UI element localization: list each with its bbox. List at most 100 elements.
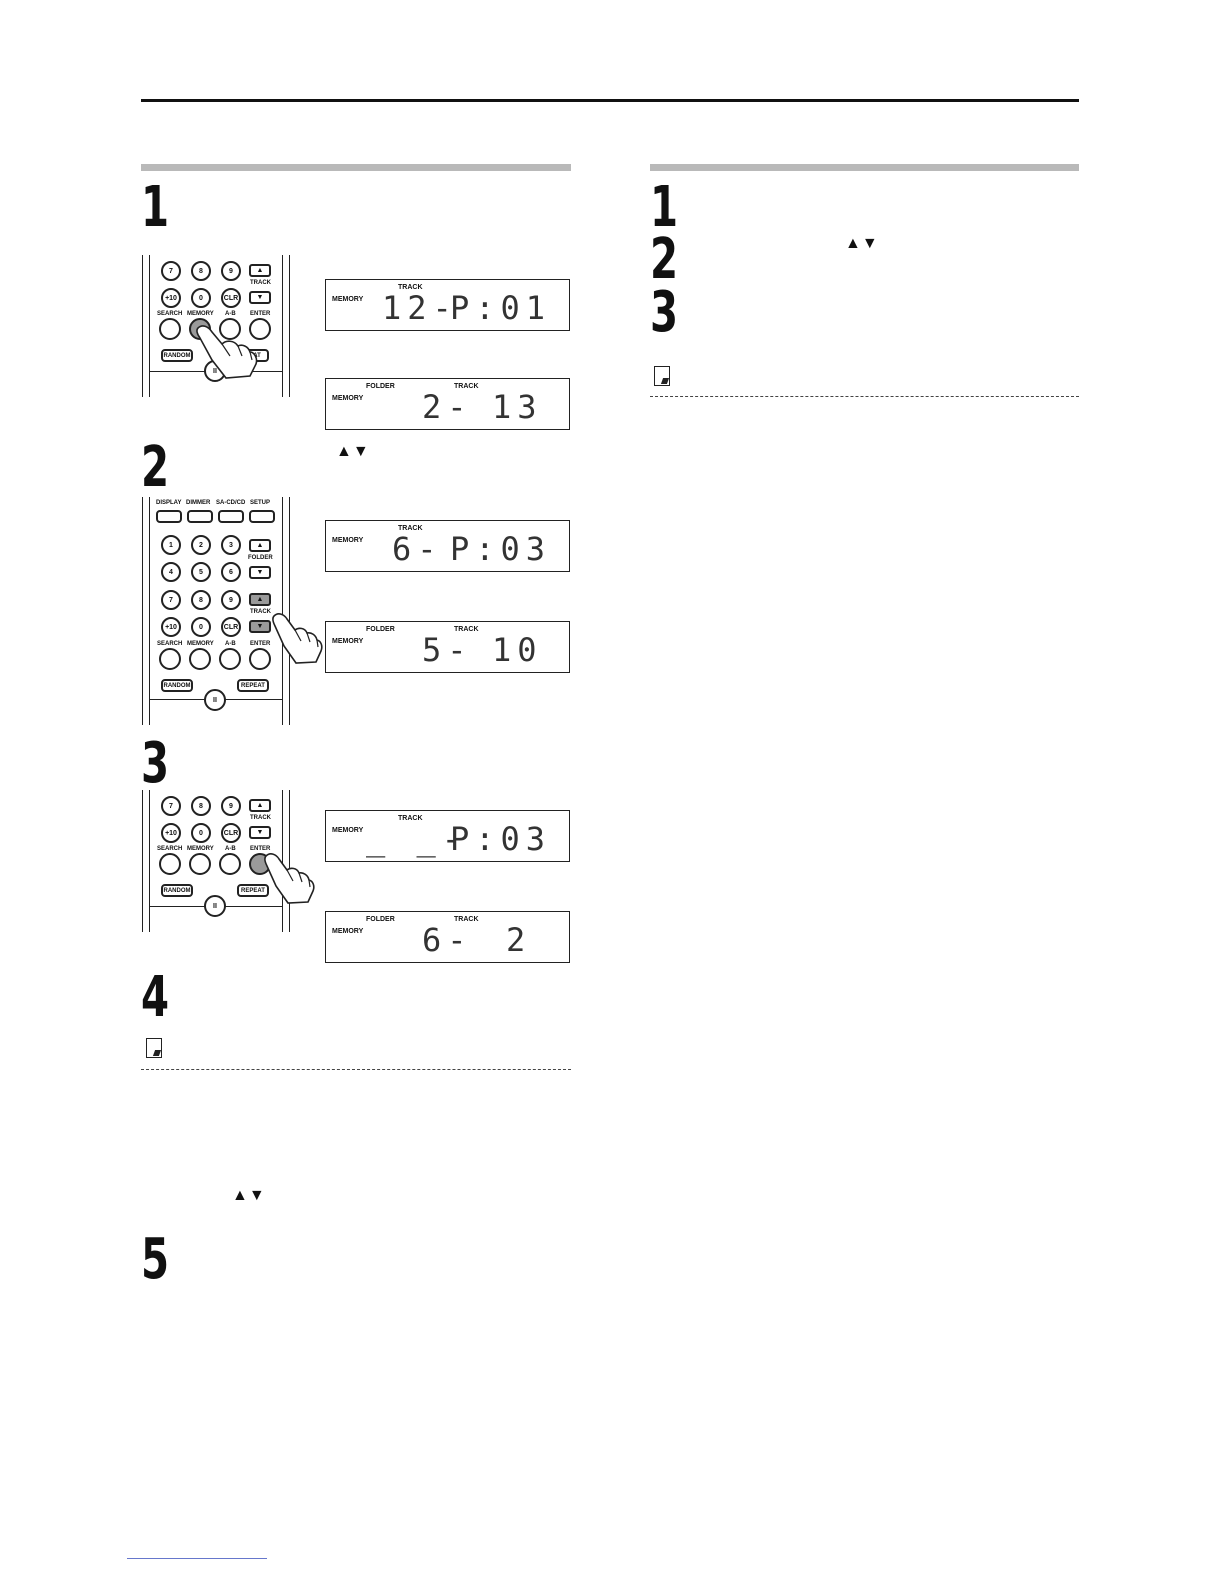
up-down-arrows: ▲▼: [845, 235, 879, 252]
memory-button: [189, 648, 211, 670]
section-bar-right: [650, 164, 1079, 171]
lcd-left-digits: 12-: [382, 289, 458, 327]
number-7-button: 7: [161, 590, 181, 610]
step-number-1: 1: [650, 175, 679, 240]
number-0-button: 0: [191, 617, 211, 637]
lcd-display: MEMORY TRACK 6- P:03: [325, 520, 570, 572]
clr-button: CLR: [221, 823, 241, 843]
folder-indicator: FOLDER: [366, 916, 395, 923]
lcd-left-digits: 6-: [422, 921, 473, 959]
ab-button: [219, 318, 241, 340]
remote-illustration-memory: 7 8 9 ▲ TRACK +10 0 CLR ▼ SEARCH MEMORY …: [142, 255, 290, 397]
display-label: DISPLAY: [156, 500, 182, 506]
display-button: [156, 510, 182, 523]
memory-label: MEMORY: [187, 846, 214, 852]
track-label: TRACK: [250, 609, 271, 615]
number-7-button: 7: [161, 261, 181, 281]
note-divider: [141, 1069, 571, 1070]
number-3-button: 3: [221, 535, 241, 555]
note-divider: [650, 396, 1079, 397]
pointing-hand-icon: [264, 853, 315, 904]
up-down-arrows: ▲▼: [232, 1187, 266, 1204]
lcd-right-digits: P:03: [450, 820, 552, 858]
track-indicator: TRACK: [454, 626, 479, 633]
track-down-button: ▼: [249, 620, 271, 633]
search-label: SEARCH: [157, 846, 183, 852]
header-rule: [141, 99, 1079, 102]
ab-label: A-B: [225, 846, 236, 852]
number-9-button: 9: [221, 590, 241, 610]
enter-label: ENTER: [250, 846, 271, 852]
clr-button: CLR: [221, 617, 241, 637]
lcd-right-digits: 10: [492, 631, 543, 669]
track-up-button: ▲: [249, 264, 271, 277]
memory-label: MEMORY: [187, 311, 214, 317]
step-number-2: 2: [650, 227, 679, 292]
track-indicator: TRACK: [454, 383, 479, 390]
track-indicator: TRACK: [398, 525, 423, 532]
dimmer-label: DIMMER: [186, 500, 211, 506]
track-up-button: ▲: [249, 593, 271, 606]
lcd-left-digits: 6-: [392, 530, 443, 568]
ab-label: A-B: [225, 641, 236, 647]
track-down-button: ▼: [249, 291, 271, 304]
dimmer-button: [187, 510, 213, 523]
search-button: [159, 648, 181, 670]
folder-label: FOLDER: [248, 555, 273, 561]
number-8-button: 8: [191, 590, 211, 610]
pointing-hand-icon: [196, 325, 258, 379]
sacd-button: [218, 510, 244, 523]
remote-illustration-track: DISPLAY DIMMER SA-CD/CD SETUP 1 2 3 ▲ FO…: [142, 497, 290, 725]
section-bar-left: [141, 164, 571, 171]
ab-button: [219, 648, 241, 670]
number-8-button: 8: [191, 796, 211, 816]
pause-button: II: [204, 895, 226, 917]
pause-button: II: [204, 689, 226, 711]
lcd-left-digits: _ _-: [366, 820, 468, 858]
lcd-right-digits: 2: [506, 921, 532, 959]
step-number-3: 3: [650, 280, 679, 345]
folder-indicator: FOLDER: [366, 383, 395, 390]
number-5-button: 5: [191, 562, 211, 582]
step-number-4: 4: [141, 965, 170, 1030]
note-icon: [654, 366, 670, 386]
plus10-button: +10: [161, 617, 181, 637]
memory-indicator: MEMORY: [332, 928, 364, 935]
search-label: SEARCH: [157, 641, 183, 647]
number-1-button: 1: [161, 535, 181, 555]
footer-link-underline: [127, 1558, 267, 1559]
enter-button: [249, 648, 271, 670]
folder-down-button: ▼: [249, 566, 271, 579]
sacd-label: SA-CD/CD: [216, 500, 246, 506]
number-0-button: 0: [191, 823, 211, 843]
up-down-arrows: ▲▼: [336, 443, 370, 460]
number-2-button: 2: [191, 535, 211, 555]
repeat-button: REPEAT: [237, 679, 269, 692]
lcd-display: MEMORY FOLDER TRACK 6- 2: [325, 911, 570, 963]
note-icon: [146, 1038, 162, 1058]
lcd-left-digits: 2-: [422, 388, 473, 426]
lcd-display: MEMORY FOLDER TRACK 5- 10: [325, 621, 570, 673]
track-down-button: ▼: [249, 826, 271, 839]
enter-label: ENTER: [250, 641, 271, 647]
step-number-5: 5: [141, 1227, 170, 1292]
folder-up-button: ▲: [249, 539, 271, 552]
lcd-display: MEMORY TRACK 12- P:01: [325, 279, 570, 331]
memory-indicator: MEMORY: [332, 296, 364, 303]
ab-button: [219, 853, 241, 875]
track-up-button: ▲: [249, 799, 271, 812]
setup-label: SETUP: [250, 500, 271, 506]
number-9-button: 9: [221, 796, 241, 816]
track-indicator: TRACK: [454, 916, 479, 923]
remote-illustration-enter: 7 8 9 ▲ TRACK +10 0 CLR ▼ SEARCH MEMORY …: [142, 790, 290, 932]
plus10-button: +10: [161, 288, 181, 308]
number-8-button: 8: [191, 261, 211, 281]
lcd-right-digits: P:03: [450, 530, 552, 568]
lcd-right-digits: 13: [492, 388, 543, 426]
step-number-1: 1: [141, 175, 170, 240]
number-0-button: 0: [191, 288, 211, 308]
number-4-button: 4: [161, 562, 181, 582]
lcd-display: MEMORY FOLDER TRACK 2- 13: [325, 378, 570, 430]
step-number-3: 3: [141, 731, 170, 796]
enter-label: ENTER: [250, 311, 271, 317]
